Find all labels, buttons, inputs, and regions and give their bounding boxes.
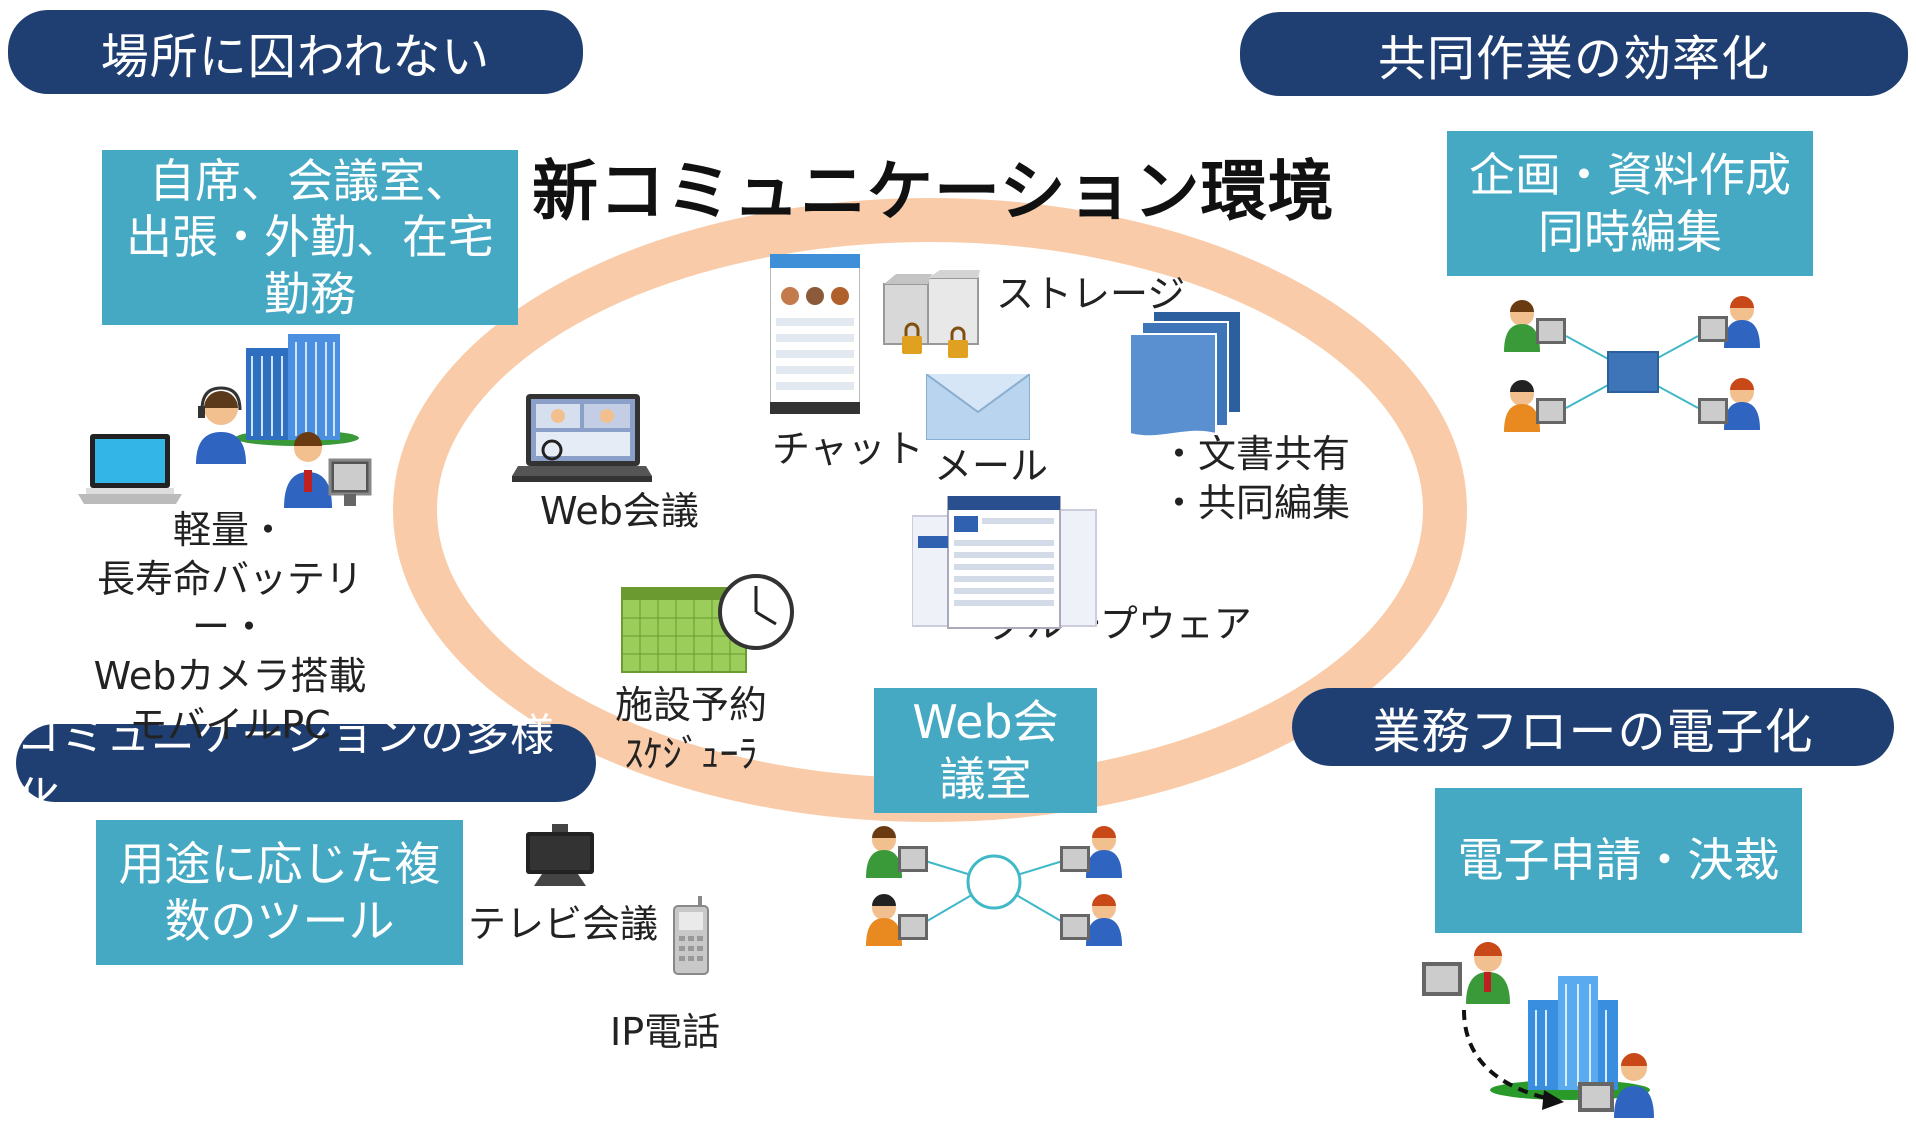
- ip-phone-icon: [673, 896, 709, 975]
- label-storage: ストレージ: [996, 272, 1186, 316]
- box-meeting-room: Web会 議室: [874, 688, 1097, 813]
- box-places: 自席、会議室、 出張・外勤、在宅 勤務: [102, 150, 518, 325]
- label-scheduler: 施設予約 ｽｹｼﾞｭｰﾗ: [614, 683, 767, 776]
- pill-workflow: 業務フローの電子化: [1292, 688, 1894, 766]
- workflow-approval-icon: [1422, 942, 1654, 1118]
- tv-conference-icon: [526, 824, 594, 886]
- box-application: 電子申請・決裁: [1435, 788, 1802, 933]
- person-at-pc-icon: [284, 432, 372, 508]
- calendar-clock-icon: [621, 574, 794, 673]
- groupware-screens-icon: [912, 496, 1097, 629]
- mail-icon: [926, 374, 1030, 440]
- box-planning: 企画・資料作成 同時編集: [1447, 131, 1813, 276]
- web-conference-icon: [512, 394, 652, 482]
- collaboration-network-icon: [1504, 296, 1760, 432]
- label-mobile-pc: 軽量・ 長寿命バッテリー・ Webカメラ搭載 モバイルPC: [93, 508, 367, 747]
- documents-icon: [1129, 312, 1240, 436]
- page-title: 新コミュニケーション環境: [532, 153, 1335, 230]
- label-doc-share: ・文書共有 ・共同編集: [1160, 432, 1351, 525]
- label-tv-conf: テレビ会議: [468, 902, 659, 946]
- label-mail: メール: [934, 444, 1049, 488]
- laptop-icon: [78, 434, 182, 504]
- label-chat: チャット: [772, 427, 924, 471]
- headset-person-icon: [196, 386, 246, 464]
- storage-servers-icon: [883, 270, 980, 358]
- box-tools: 用途に応じた複 数のツール: [96, 820, 463, 965]
- pill-collaboration: 共同作業の効率化: [1240, 12, 1908, 96]
- pill-location-free: 場所に囚われない: [8, 10, 583, 94]
- label-ip-phone: IP電話: [610, 1010, 721, 1054]
- chat-app-icon: [770, 254, 860, 414]
- label-web-conf: Web会議: [540, 489, 699, 533]
- meeting-network-icon: [866, 826, 1122, 946]
